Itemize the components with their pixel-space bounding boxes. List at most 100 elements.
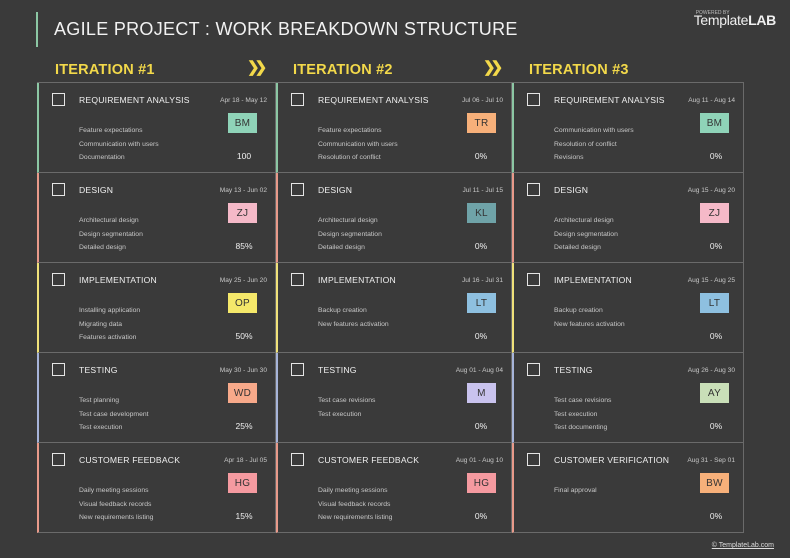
subtask-item: Test case development	[79, 410, 149, 418]
task-progress: 0%	[474, 421, 488, 431]
task-dates: Jul 06 - Jul 10	[461, 97, 503, 104]
task-checkbox[interactable]	[527, 273, 540, 286]
task-checkbox[interactable]	[291, 93, 304, 106]
task-checkbox[interactable]	[527, 363, 540, 376]
assignee-badge: WD	[228, 383, 257, 403]
task-checkbox[interactable]	[52, 363, 65, 376]
subtask-item: Test execution	[554, 410, 598, 418]
subtask-item: Test case revisions	[554, 397, 612, 404]
templatelab-link[interactable]: © TemplateLab.com	[711, 542, 774, 549]
task-dates: Jul 11 - Jul 15	[462, 187, 503, 194]
subtask-item: Backup creation	[318, 307, 367, 314]
subtask-item: Detailed design	[318, 244, 365, 251]
subtask-item: Documentation	[79, 154, 125, 161]
task-checkbox[interactable]	[52, 183, 65, 196]
task-checkbox[interactable]	[527, 93, 540, 106]
task-checkbox[interactable]	[52, 93, 65, 106]
task-checkbox[interactable]	[291, 453, 304, 466]
task-progress: 0%	[709, 241, 723, 251]
subtask-item: Revisions	[554, 154, 584, 161]
task-progress: 0%	[709, 421, 723, 431]
task-name: DESIGN	[318, 185, 353, 195]
subtask-list: Final approval	[554, 484, 597, 498]
task-dates: Aug 01 - Aug 10	[455, 457, 503, 464]
subtask-item: Architectural design	[318, 217, 378, 224]
task-name: DESIGN	[79, 185, 114, 195]
subtask-item: Visual feedback records	[318, 500, 391, 508]
task-progress: 0%	[474, 331, 488, 341]
subtask-item: Test case revisions	[318, 397, 376, 404]
task-card: REQUIREMENT ANALYSIS Aug 11 - Aug 14 Commu…	[512, 83, 744, 173]
templatelab-logo: POWERED BY TemplateLAB	[694, 9, 777, 28]
assignee-badge: LT	[700, 293, 729, 313]
task-name: IMPLEMENTATION	[79, 275, 157, 285]
task-checkbox[interactable]	[527, 453, 540, 466]
task-name: TESTING	[318, 365, 357, 375]
subtask-item: Feature expectations	[79, 127, 143, 134]
task-dates: Aug 11 - Aug 14	[688, 97, 735, 104]
task-progress: 100	[236, 151, 252, 161]
task-checkbox[interactable]	[52, 273, 65, 286]
assignee-badge: BM	[700, 113, 729, 133]
task-progress: 50%	[235, 331, 253, 341]
task-name: TESTING	[79, 365, 118, 375]
task-card: DESIGN Jul 11 - Jul 15 Architectural desig…	[276, 173, 512, 263]
assignee-badge: BM	[228, 113, 257, 133]
assignee-badge: M	[467, 383, 496, 403]
subtask-item: Test documenting	[554, 424, 608, 431]
task-checkbox[interactable]	[291, 183, 304, 196]
subtask-item: Architectural design	[79, 217, 139, 224]
title-bar: AGILE PROJECT : WORK BREAKDOWN STRUCTURE	[36, 12, 518, 47]
subtask-item: New features activation	[554, 320, 625, 328]
assignee-badge: KL	[467, 203, 496, 223]
task-checkbox[interactable]	[527, 183, 540, 196]
task-checkbox[interactable]	[291, 273, 304, 286]
task-progress: 0%	[709, 331, 723, 341]
assignee-badge: AY	[700, 383, 729, 403]
task-checkbox[interactable]	[291, 363, 304, 376]
task-name: REQUIREMENT ANALYSIS	[554, 95, 665, 105]
task-dates: Apr 18 - Jul 05	[224, 457, 267, 464]
assignee-badge: ZJ	[228, 203, 257, 223]
logo-brand-part2: LAB	[748, 12, 776, 28]
task-dates: Aug 01 - Aug 04	[455, 367, 503, 374]
assignee-badge: ZJ	[700, 203, 729, 223]
subtask-item: Test planning	[79, 397, 120, 404]
subtask-item: Communication with users	[318, 140, 398, 148]
task-progress: 0%	[474, 511, 488, 521]
subtask-item: Backup creation	[554, 307, 603, 314]
task-dates: May 30 - Jun 30	[219, 367, 267, 374]
task-dates: Aug 15 - Aug 20	[687, 187, 735, 194]
page-title: AGILE PROJECT : WORK BREAKDOWN STRUCTURE	[54, 19, 518, 39]
task-card: DESIGN Aug 15 - Aug 20 Architectural desig…	[512, 173, 744, 263]
subtask-item: Test execution	[79, 424, 123, 431]
task-name: DESIGN	[554, 185, 589, 195]
subtask-item: New requirements listing	[79, 514, 154, 521]
task-checkbox[interactable]	[52, 453, 65, 466]
assignee-badge: LT	[467, 293, 496, 313]
subtask-item: Communication with users	[79, 140, 159, 148]
task-progress: 0%	[474, 241, 488, 251]
iteration-2-heading: ITERATION #2	[293, 62, 393, 78]
assignee-badge: OP	[228, 293, 257, 313]
